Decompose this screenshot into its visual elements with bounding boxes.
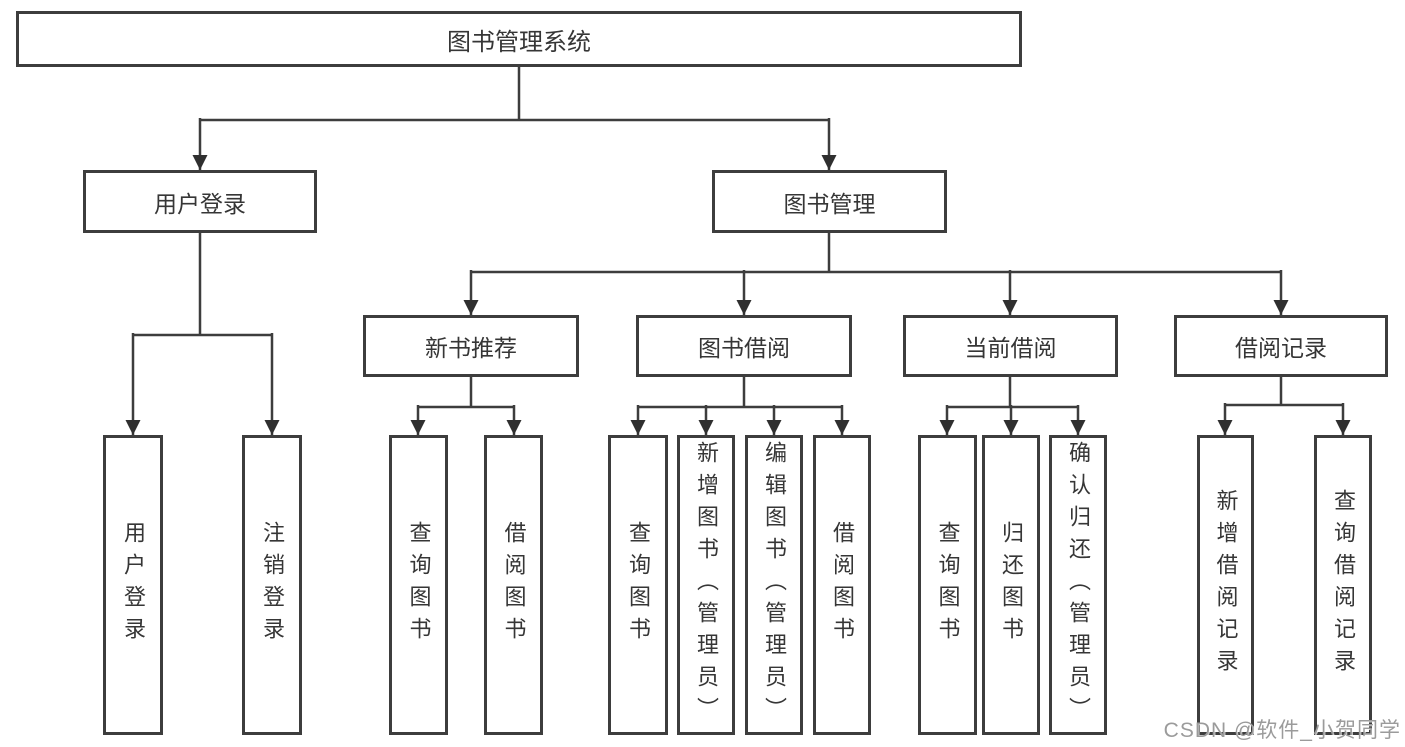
node-label: 图书借阅 [698,335,790,361]
node-label: 新书推荐 [425,335,517,361]
node-current-borrowing: 当前借阅 [903,315,1118,377]
leaf-user-login: 用户登录 [103,435,163,735]
leaf-label: 编辑图书（管理员） [762,441,787,729]
leaf-label: 归还图书 [999,521,1024,649]
leaf-add-borrow-record: 新增借阅记录 [1197,435,1254,735]
leaf-label: 查询图书 [626,521,651,649]
leaf-label: 借阅图书 [501,521,527,649]
csdn-watermark: CSDN @软件_小贺同学 [1163,719,1401,742]
leaf-label: 查询图书 [935,521,961,649]
node-label: 借阅记录 [1235,335,1327,361]
leaf-query-books-current: 查询图书 [918,435,977,735]
leaf-label: 查询图书 [406,521,432,649]
leaf-label: 确认归还（管理员） [1066,441,1091,729]
node-label: 当前借阅 [964,335,1057,361]
leaf-return-books: 归还图书 [982,435,1040,735]
leaf-label: 查询借阅记录 [1331,489,1356,681]
leaf-borrow-books-recommend: 借阅图书 [484,435,543,735]
leaf-logout: 注销登录 [242,435,302,735]
node-new-book-recommend: 新书推荐 [363,315,579,377]
node-book-borrowing: 图书借阅 [636,315,852,377]
leaf-borrow-books: 借阅图书 [813,435,871,735]
leaf-query-borrow-record: 查询借阅记录 [1314,435,1372,735]
node-user-login: 用户登录 [83,170,317,233]
node-label: 图书管理 [783,190,876,217]
leaf-label: 新增借阅记录 [1213,489,1239,681]
leaf-label: 注销登录 [260,521,285,649]
leaf-query-books-borrowing: 查询图书 [608,435,668,735]
node-book-management: 图书管理 [712,170,947,233]
node-borrow-records: 借阅记录 [1174,315,1388,377]
leaf-edit-books-admin: 编辑图书（管理员） [745,435,803,735]
leaf-confirm-return-admin: 确认归还（管理员） [1049,435,1107,735]
leaf-add-books-admin: 新增图书（管理员） [677,435,735,735]
node-label: 图书管理系统 [447,28,591,56]
leaf-label: 新增图书（管理员） [694,441,719,729]
leaf-label: 用户登录 [121,521,146,649]
node-label: 用户登录 [154,190,246,217]
leaf-label: 借阅图书 [830,521,855,649]
node-library-system: 图书管理系统 [16,11,1022,67]
leaf-query-books-recommend: 查询图书 [389,435,448,735]
